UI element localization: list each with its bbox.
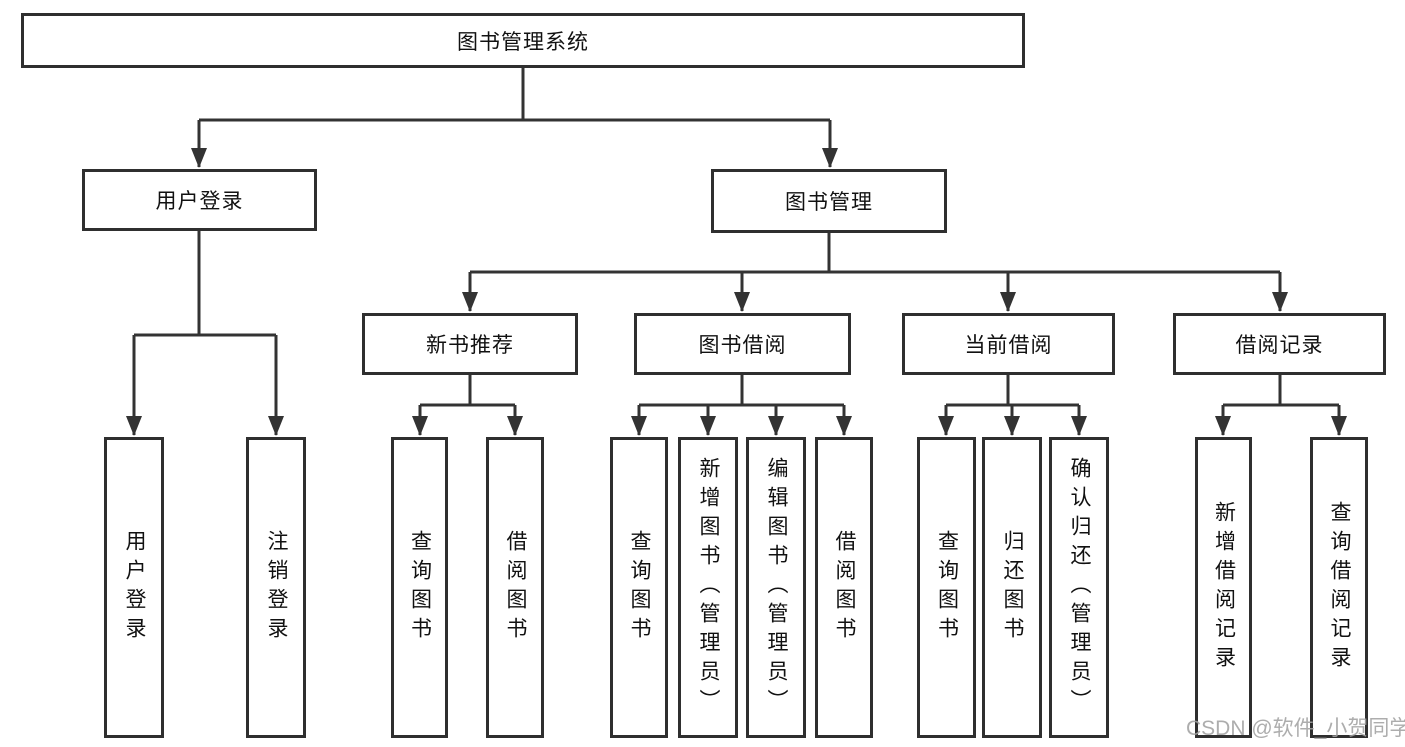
watermark: CSDN @软件_小贺同学 <box>1186 717 1405 740</box>
leaf-add-borrow-record-label: 新增借阅记录 <box>1212 500 1236 675</box>
node-current-borrowing-label: 当前借阅 <box>964 334 1053 357</box>
leaf-return-books: 归还图书 <box>982 437 1042 738</box>
leaf-borrow-books-recommend-label: 借阅图书 <box>504 529 528 646</box>
node-book-management-label: 图书管理 <box>785 191 873 214</box>
leaf-logout-label: 注销登录 <box>265 529 289 646</box>
node-root-label: 图书管理系统 <box>457 30 589 54</box>
connector-user-login-children <box>126 231 284 436</box>
node-book-borrowing-label: 图书借阅 <box>698 334 787 357</box>
leaf-query-books-current-label: 查询图书 <box>935 529 959 646</box>
node-user-login-label: 用户登录 <box>155 190 244 213</box>
leaf-query-books-current: 查询图书 <box>917 437 976 738</box>
connector-book-management-children <box>462 233 1288 312</box>
leaf-borrow-books-recommend: 借阅图书 <box>486 437 544 738</box>
node-borrowing-records-label: 借阅记录 <box>1235 334 1324 357</box>
connector-root-to-level2 <box>191 68 838 168</box>
leaf-edit-books-admin-label: 编辑图书（管理员） <box>765 457 789 718</box>
leaf-borrow-books-borrowing: 借阅图书 <box>815 437 873 738</box>
connector-borrowing-records-children <box>1215 375 1347 436</box>
leaf-confirm-return-admin-label: 确认归还（管理员） <box>1068 457 1092 718</box>
node-book-management: 图书管理 <box>711 169 947 233</box>
leaf-user-login-label: 用户登录 <box>123 529 147 646</box>
connector-book-borrowing-children <box>631 375 852 436</box>
leaf-query-borrow-record-label: 查询借阅记录 <box>1328 500 1352 675</box>
leaf-add-borrow-record: 新增借阅记录 <box>1195 437 1252 738</box>
leaf-add-books-admin: 新增图书（管理员） <box>678 437 738 738</box>
node-new-book-recommend-label: 新书推荐 <box>426 334 514 357</box>
leaf-query-books-recommend: 查询图书 <box>391 437 448 738</box>
connector-new-book-recommend-children <box>412 375 523 436</box>
connector-current-borrowing-children <box>938 375 1087 436</box>
leaf-user-login: 用户登录 <box>104 437 164 738</box>
leaf-edit-books-admin: 编辑图书（管理员） <box>746 437 806 738</box>
node-current-borrowing: 当前借阅 <box>902 313 1115 375</box>
leaf-logout: 注销登录 <box>246 437 306 738</box>
leaf-query-books-borrowing-label: 查询图书 <box>628 529 652 646</box>
leaf-add-books-admin-label: 新增图书（管理员） <box>697 457 721 718</box>
node-user-login: 用户登录 <box>82 169 317 231</box>
node-borrowing-records: 借阅记录 <box>1173 313 1386 375</box>
leaf-query-books-borrowing: 查询图书 <box>610 437 668 738</box>
leaf-query-borrow-record: 查询借阅记录 <box>1310 437 1368 738</box>
node-root: 图书管理系统 <box>21 13 1025 68</box>
leaf-query-books-recommend-label: 查询图书 <box>408 529 432 646</box>
leaf-return-books-label: 归还图书 <box>1001 529 1025 646</box>
node-book-borrowing: 图书借阅 <box>634 313 851 375</box>
node-new-book-recommend: 新书推荐 <box>362 313 578 375</box>
leaf-borrow-books-borrowing-label: 借阅图书 <box>833 529 857 646</box>
leaf-confirm-return-admin: 确认归还（管理员） <box>1049 437 1109 738</box>
